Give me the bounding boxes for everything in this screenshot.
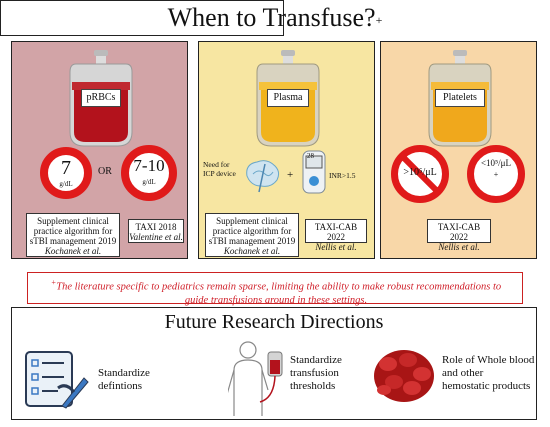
page-title: When to Transfuse?+ [167, 3, 383, 32]
platelets-panel: Platelets >10⁵/μL <10⁵/μL + TAXI-CAB 202… [380, 41, 537, 259]
hb-7-value: 7 [61, 157, 71, 179]
hb-7-threshold-sign: 7 g/dL [40, 147, 92, 199]
platelet-lt-plus: + [493, 170, 499, 179]
future-research-title: Future Research Directions [164, 311, 384, 333]
prbcs-panel: pRBCs 7 g/dL OR 7-10 g/dL Supplement cli… [11, 41, 188, 259]
prbcs-ref-kochanek: Supplement clinical practice algorithm f… [26, 213, 120, 257]
meter-reading: 28 [307, 152, 314, 160]
patient-transfusion-icon [228, 341, 283, 416]
prbcs-bag-label: pRBCs [81, 89, 121, 107]
platelet-gt-value: >10⁵/μL [403, 167, 437, 178]
coag-meter-icon [302, 150, 326, 194]
hb-7-unit: g/dL [59, 180, 73, 188]
platelet-gt-threshold-sign: >10⁵/μL [391, 145, 449, 203]
inr-threshold-text: INR>1.5 [329, 171, 356, 180]
blood-cells-icon [374, 350, 434, 402]
title-box: When to Transfuse?+ [0, 0, 382, 36]
platelets-ref-taxi-cab: TAXI-CAB 2022 Nellis et al. [427, 219, 491, 252]
plus-sign: + [287, 169, 294, 181]
pediatrics-note-box: +The literature specific to pediatrics r… [27, 272, 523, 306]
icp-device-text: Need for ICP device [203, 160, 236, 178]
plasma-ref-taxi-cab: TAXI-CAB 2022 Nellis et al. [305, 219, 367, 252]
hb-7-10-threshold-sign: 7-10 g/dL [121, 145, 177, 201]
hb-7-10-unit: g/dL [142, 178, 156, 186]
hb-7-10-value: 7-10 [133, 156, 165, 175]
or-text: OR [98, 166, 112, 177]
plasma-ref-kochanek: Supplement clinical practice algorithm f… [205, 213, 299, 257]
standardize-definitions-label: Standardize defintions [98, 367, 150, 392]
plasma-panel: Plasma Need for ICP device + 28 INR>1.5 … [198, 41, 375, 259]
prbcs-ref-taxi: TAXI 2018 Valentine et al. [128, 219, 184, 243]
platelet-lt-threshold-sign: <10⁵/μL + [467, 145, 525, 203]
whole-blood-label: Role of Whole blood and other hemostatic… [442, 354, 535, 392]
future-research-box: Future Research Directions Standardize d… [11, 307, 537, 420]
plasma-bag-label: Plasma [267, 89, 309, 107]
brain-icp-icon [246, 160, 280, 193]
standardize-thresholds-label: Standardize transfusion thresholds [290, 354, 342, 392]
checklist-icon [25, 351, 89, 409]
prohibited-slash-icon [401, 155, 439, 193]
pediatrics-note-text: +The literature specific to pediatrics r… [50, 278, 502, 306]
platelets-bag-label: Platelets [435, 89, 485, 107]
platelet-lt-value: <10⁵/μL [480, 158, 512, 168]
